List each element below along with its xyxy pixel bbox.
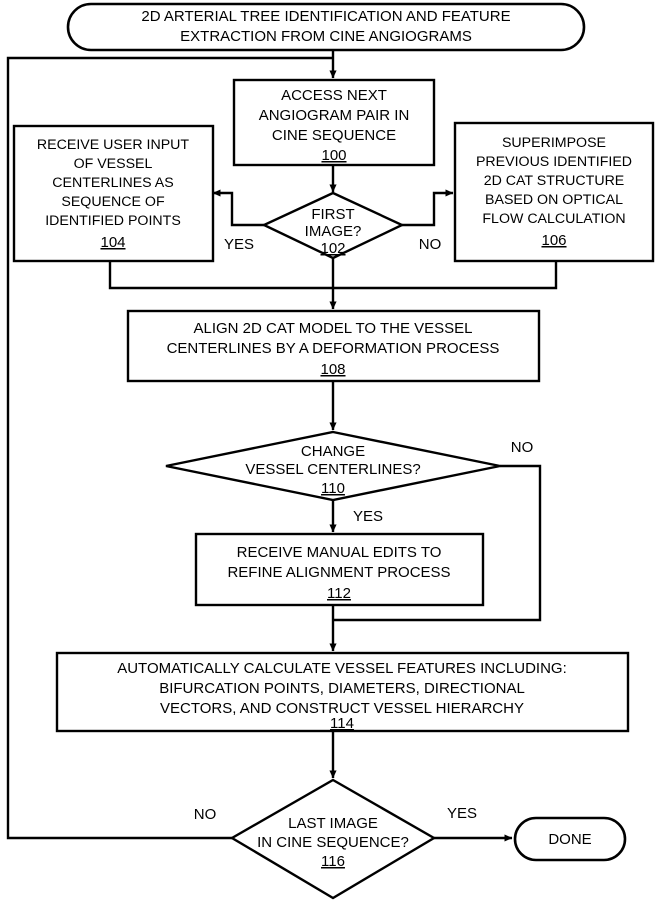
node-104-ref: 104 <box>100 234 125 251</box>
node-receive-user-input[interactable]: RECEIVE USER INPUT OF VESSEL CENTERLINES… <box>12 124 215 263</box>
node-102-shape[interactable] <box>261 191 405 260</box>
node-112-shape[interactable] <box>194 532 485 607</box>
node-116-line-1: LAST IMAGE <box>288 815 378 832</box>
node-100-line-1: ACCESS NEXT <box>281 87 387 104</box>
node-done-label: DONE <box>548 831 591 848</box>
node-110-ref: 110 <box>321 480 345 497</box>
node-114-shape[interactable] <box>55 651 630 733</box>
node-superimpose-previous[interactable]: SUPERIMPOSE PREVIOUS IDENTIFIED 2D CAT S… <box>453 121 655 263</box>
edge-110-no-bypass <box>333 464 542 622</box>
node-102-line-2: IMAGE? <box>305 223 362 240</box>
node-automatically-calculate-features[interactable]: AUTOMATICALLY CALCULATE VESSEL FEATURES … <box>55 651 630 733</box>
label-110-no: NO <box>511 439 534 456</box>
node-change-vessel-centerlines-decision[interactable]: CHANGE VESSEL CENTERLINES? 110 <box>165 430 501 502</box>
node-108-line-1: ALIGN 2D CAT MODEL TO THE VESSEL <box>194 320 473 337</box>
node-116-shape[interactable] <box>229 778 437 900</box>
node-102-line-1: FIRST <box>311 206 354 223</box>
node-106-line-4: BASED ON OPTICAL <box>485 192 623 208</box>
node-116-line-2: IN CINE SEQUENCE? <box>257 834 409 851</box>
node-106-shape[interactable] <box>453 121 655 263</box>
edge-106-to-join <box>333 261 558 290</box>
node-106-ref: 106 <box>541 232 566 249</box>
label-102-no: NO <box>419 236 442 253</box>
node-102-ref: 102 <box>320 240 345 257</box>
node-112-line-1: RECEIVE MANUAL EDITS TO <box>237 544 442 561</box>
label-110-yes: YES <box>353 508 383 525</box>
node-104-line-1: RECEIVE USER INPUT <box>37 137 189 153</box>
node-first-image-decision[interactable]: FIRST IMAGE? 102 <box>261 191 405 260</box>
node-106-line-3: 2D CAT STRUCTURE <box>484 173 625 189</box>
node-108-shape[interactable] <box>126 309 541 383</box>
node-104-line-3: CENTERLINES AS <box>52 175 173 191</box>
node-104-line-5: IDENTIFIED POINTS <box>45 213 181 229</box>
node-114-line-2: BIFURCATION POINTS, DIAMETERS, DIRECTION… <box>159 680 525 697</box>
node-done-shape[interactable] <box>513 816 627 862</box>
edge-116-no-feedback <box>6 56 333 840</box>
node-110-line-1: CHANGE <box>301 443 365 460</box>
connectors <box>6 48 558 842</box>
node-104-line-4: SEQUENCE OF <box>61 194 165 210</box>
node-106-line-1: SUPERIMPOSE <box>502 135 606 151</box>
node-114-line-1: AUTOMATICALLY CALCULATE VESSEL FEATURES … <box>117 660 567 677</box>
title-line-2: EXTRACTION FROM CINE ANGIOGRAMS <box>180 28 472 45</box>
node-title: 2D ARTERIAL TREE IDENTIFICATION AND FEAT… <box>66 2 586 52</box>
node-110-shape[interactable] <box>165 430 501 502</box>
node-116-ref: 116 <box>321 853 345 870</box>
node-receive-manual-edits[interactable]: RECEIVE MANUAL EDITS TO REFINE ALIGNMENT… <box>194 532 485 607</box>
node-108-ref: 108 <box>320 361 345 378</box>
node-done-terminator[interactable]: DONE <box>513 816 627 862</box>
node-114-ref: 114 <box>330 715 354 732</box>
label-116-yes: YES <box>447 805 477 822</box>
label-116-no: NO <box>194 806 217 823</box>
edge-102-yes-to-104 <box>212 189 264 227</box>
node-last-image-decision[interactable]: LAST IMAGE IN CINE SEQUENCE? 116 <box>229 778 437 900</box>
edge-102-no-to-106 <box>402 189 454 227</box>
edge-labels: YES NO YES NO NO YES <box>194 236 534 823</box>
node-104-line-2: OF VESSEL <box>74 156 153 172</box>
node-114-line-3: VECTORS, AND CONSTRUCT VESSEL HIERARCHY <box>160 700 524 717</box>
node-104-shape[interactable] <box>12 124 215 263</box>
node-access-next-angiogram-pair[interactable]: ACCESS NEXT ANGIOGRAM PAIR IN CINE SEQUE… <box>232 78 436 167</box>
node-108-line-2: CENTERLINES BY A DEFORMATION PROCESS <box>167 340 500 357</box>
node-106-line-2: PREVIOUS IDENTIFIED <box>476 154 632 170</box>
node-100-line-3: CINE SEQUENCE <box>272 127 396 144</box>
label-102-yes: YES <box>224 236 254 253</box>
node-align-2d-cat-model[interactable]: ALIGN 2D CAT MODEL TO THE VESSEL CENTERL… <box>126 309 541 383</box>
edge-104-to-join <box>108 261 333 290</box>
node-100-shape[interactable] <box>232 78 436 167</box>
node-112-line-2: REFINE ALIGNMENT PROCESS <box>227 564 450 581</box>
node-106-line-5: FLOW CALCULATION <box>482 211 625 227</box>
node-100-ref: 100 <box>321 147 346 164</box>
title-line-1: 2D ARTERIAL TREE IDENTIFICATION AND FEAT… <box>141 8 510 25</box>
node-100-line-2: ANGIOGRAM PAIR IN <box>259 107 410 124</box>
node-110-line-2: VESSEL CENTERLINES? <box>245 461 420 478</box>
title-shape <box>66 2 586 52</box>
node-112-ref: 112 <box>327 585 351 602</box>
